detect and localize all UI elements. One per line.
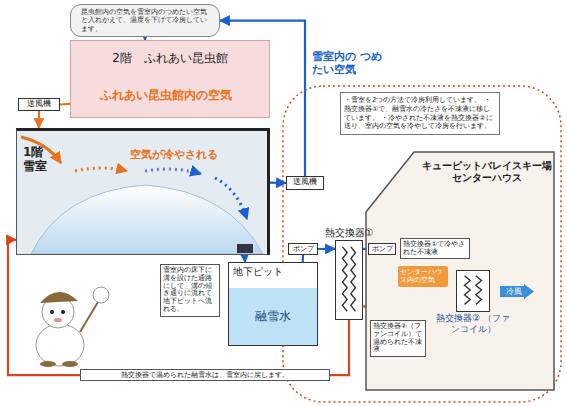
air-arrow — [75, 168, 127, 171]
heat-exchanger: 熱交換器① — [335, 240, 363, 320]
cold-air: 冷風 — [500, 284, 534, 299]
drawing-ellipse — [40, 361, 56, 367]
dotted-region — [283, 86, 561, 402]
drawing-circle — [93, 287, 109, 303]
node-text: 冷風 — [500, 284, 534, 299]
drain — [237, 244, 253, 253]
node-text: 熱交換器②（ファンコイル）で温められた不凍液 — [373, 323, 423, 354]
drawing-circle — [50, 310, 54, 314]
drawing-ellipse — [62, 361, 78, 367]
explanation-note: ・雪室を2つの方法で冷房利用しています。 ・熱交換器①で、融雪水の冷たさを不凍液… — [340, 92, 500, 135]
drawing-line — [80, 302, 98, 332]
blower-box: 送風機 — [18, 98, 60, 111]
air-arrow — [215, 178, 247, 219]
flow-connector — [270, 182, 286, 185]
underground-pit: 地下ピット融雪水 — [228, 262, 318, 346]
callout-note: 雪室内の床下に溝を設けた通路にして、溝の傾き通りに流れて地下ピットへ流れる。 — [160, 264, 220, 317]
indoor-air-box: センターハウス内の空気 — [398, 266, 448, 287]
node-text: ポンプ — [369, 244, 395, 254]
node-text: 熱交換器で温められた融雪水は、雪室内に戻します。 — [82, 371, 328, 379]
drawing-circle — [61, 310, 65, 314]
node-text: センターハウス内の空気 — [400, 268, 446, 285]
mascot — [36, 287, 109, 367]
flow-connector — [244, 255, 247, 262]
flow-connector — [8, 240, 80, 375]
return-water-note: 熱交換器で温められた融雪水は、雪室内に戻します。 — [80, 369, 330, 381]
flow-connector — [38, 111, 40, 128]
node-text: キューピットバレイスキー場 センターハウス — [420, 160, 554, 184]
pump-box: ポンプ — [288, 243, 318, 255]
snow-room-art — [17, 131, 267, 254]
node-text: 昆虫館内の空気を雪室内のつめたい空気と入れかえて、温度を下げて冷房しています。 — [81, 8, 209, 33]
snow-room: 1階 雪室 — [16, 128, 270, 255]
coolant-box: 熱交換器①で冷やされた不凍液 — [400, 238, 470, 259]
node-text: 1階 雪室 — [23, 145, 51, 174]
blower-box: 送風機 — [286, 176, 324, 190]
center-house: キューピットバレイスキー場 センターハウス熱交換器①で冷やされた不凍液センターハ… — [364, 150, 556, 392]
node-text: ・雪室を2つの方法で冷房利用しています。 ・熱交換器①で、融雪水の冷たさを不凍液… — [344, 96, 496, 131]
drawing-polyline — [476, 276, 482, 305]
flow-connector — [318, 248, 335, 250]
drawing-polyline — [343, 247, 348, 311]
heat-exchanger-coil — [336, 241, 362, 319]
node-text: 熱交換器② （ファンコイル） — [433, 313, 513, 335]
node-text: 地下ピット — [229, 263, 317, 281]
drawing-polygon — [500, 284, 534, 299]
node-text: 熱交換器①で冷やされた不凍液 — [403, 240, 467, 257]
return-coolant-box: 熱交換器②（ファンコイル）で温められた不凍液 — [370, 320, 426, 357]
node-text: 雪室内の床下に溝を設けた通路にして、溝の傾き通りに流れて地下ピットへ流れる。 — [163, 267, 217, 314]
flow-connector — [302, 255, 304, 262]
drawing-ellipse — [36, 324, 84, 366]
air-arrow — [145, 169, 201, 174]
flow-connector — [60, 103, 70, 106]
fan-coil: 熱交換器② （ファンコイル） — [456, 270, 490, 312]
pipe-note: 昆虫館内の空気を雪室内のつめたい空気と入れかえて、温度を下げて冷房しています。 — [70, 4, 220, 37]
drawing-path — [40, 292, 78, 303]
drawing-ellipse — [54, 318, 62, 322]
node-text: 2階 ふれあい昆虫館 — [75, 51, 265, 65]
drawing-polyline — [351, 247, 356, 311]
snow-mound — [31, 185, 263, 254]
fan-coil — [457, 271, 489, 311]
pump-box: ポンプ — [368, 243, 396, 255]
drawing-polygon — [366, 152, 554, 390]
node-text: 融雪水 — [229, 309, 317, 323]
air-label: 雪室内の つめたい空気 — [312, 50, 384, 76]
node-text: ポンプ — [289, 244, 317, 254]
node-text: 送風機 — [19, 99, 59, 109]
flow-connector — [330, 320, 349, 375]
node-text: 熱交換器① — [325, 227, 374, 239]
drawing-polyline — [465, 276, 471, 305]
insect-hall-floor: 2階 ふれあい昆虫館 — [70, 40, 270, 118]
node-text: 送風機 — [287, 177, 323, 187]
